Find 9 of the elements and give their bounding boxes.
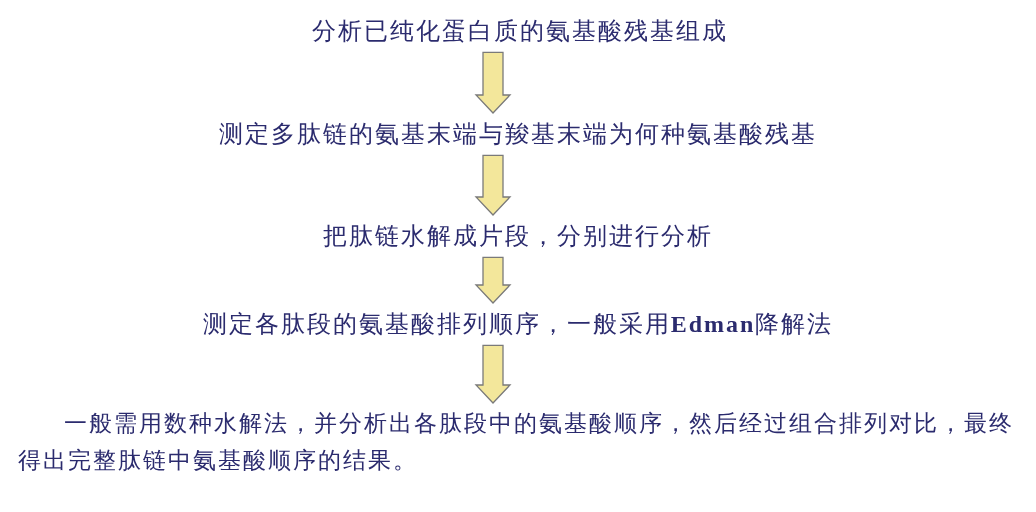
- step-text: 一般需用数种水解法，并分析出各肽段中的氨基酸顺序，然后经过组合排列对比，最终得出完整肽链中氨基酸顺序的结果。: [18, 405, 1028, 479]
- block-arrow: [474, 51, 512, 114]
- step-text: 把肽链水解成片段，分别进行分析: [150, 217, 886, 256]
- step-text: 分析已纯化蛋白质的氨基酸残基组成: [130, 12, 910, 51]
- step-text: 测定多肽链的氨基末端与羧基末端为何种氨基酸残基: [60, 115, 976, 154]
- block-arrow: [474, 344, 512, 404]
- block-arrow: [474, 256, 512, 304]
- block-arrow: [474, 154, 512, 216]
- step-text: 测定各肽段的氨基酸排列顺序，一般采用Edman降解法: [60, 305, 976, 344]
